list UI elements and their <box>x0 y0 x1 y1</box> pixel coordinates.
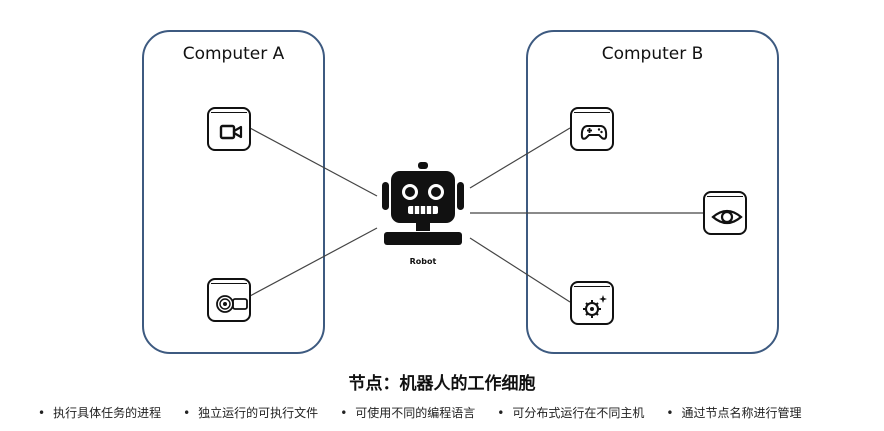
camera-icon <box>219 124 243 140</box>
speaker-node[interactable] <box>207 278 251 322</box>
eye-icon <box>711 209 743 225</box>
link-robot-gamepad <box>469 127 571 189</box>
bullet-item: •通过节点名称进行管理 <box>666 406 802 420</box>
robot-label: Robot <box>409 257 437 266</box>
gamepad-icon <box>580 125 608 140</box>
eye-node[interactable] <box>703 191 747 235</box>
sparkle-gear-icon <box>583 295 607 318</box>
bullet-item: •执行具体任务的进程 <box>38 406 162 420</box>
computer-b-title: Computer B <box>601 44 704 64</box>
gear-node[interactable] <box>570 281 614 325</box>
link-robot-speaker <box>249 227 378 297</box>
bullet-item: •可使用不同的编程语言 <box>340 406 476 420</box>
bullet-item: •可分布式运行在不同主机 <box>497 406 645 420</box>
page-heading: 节点：机器人的工作细胞 <box>348 374 536 394</box>
camera-node[interactable] <box>207 107 251 151</box>
bullet-item: •独立运行的可执行文件 <box>183 406 319 420</box>
computer-a-title: Computer A <box>182 44 285 64</box>
gamepad-node[interactable] <box>570 107 614 151</box>
link-robot-gear <box>469 237 571 303</box>
robot-icon <box>382 162 464 245</box>
speaker-icon <box>216 295 248 313</box>
robot-node[interactable] <box>380 162 466 250</box>
bullet-list: •执行具体任务的进程 •独立运行的可执行文件 •可使用不同的编程语言 •可分布式… <box>38 404 823 421</box>
link-robot-camera <box>249 127 378 197</box>
